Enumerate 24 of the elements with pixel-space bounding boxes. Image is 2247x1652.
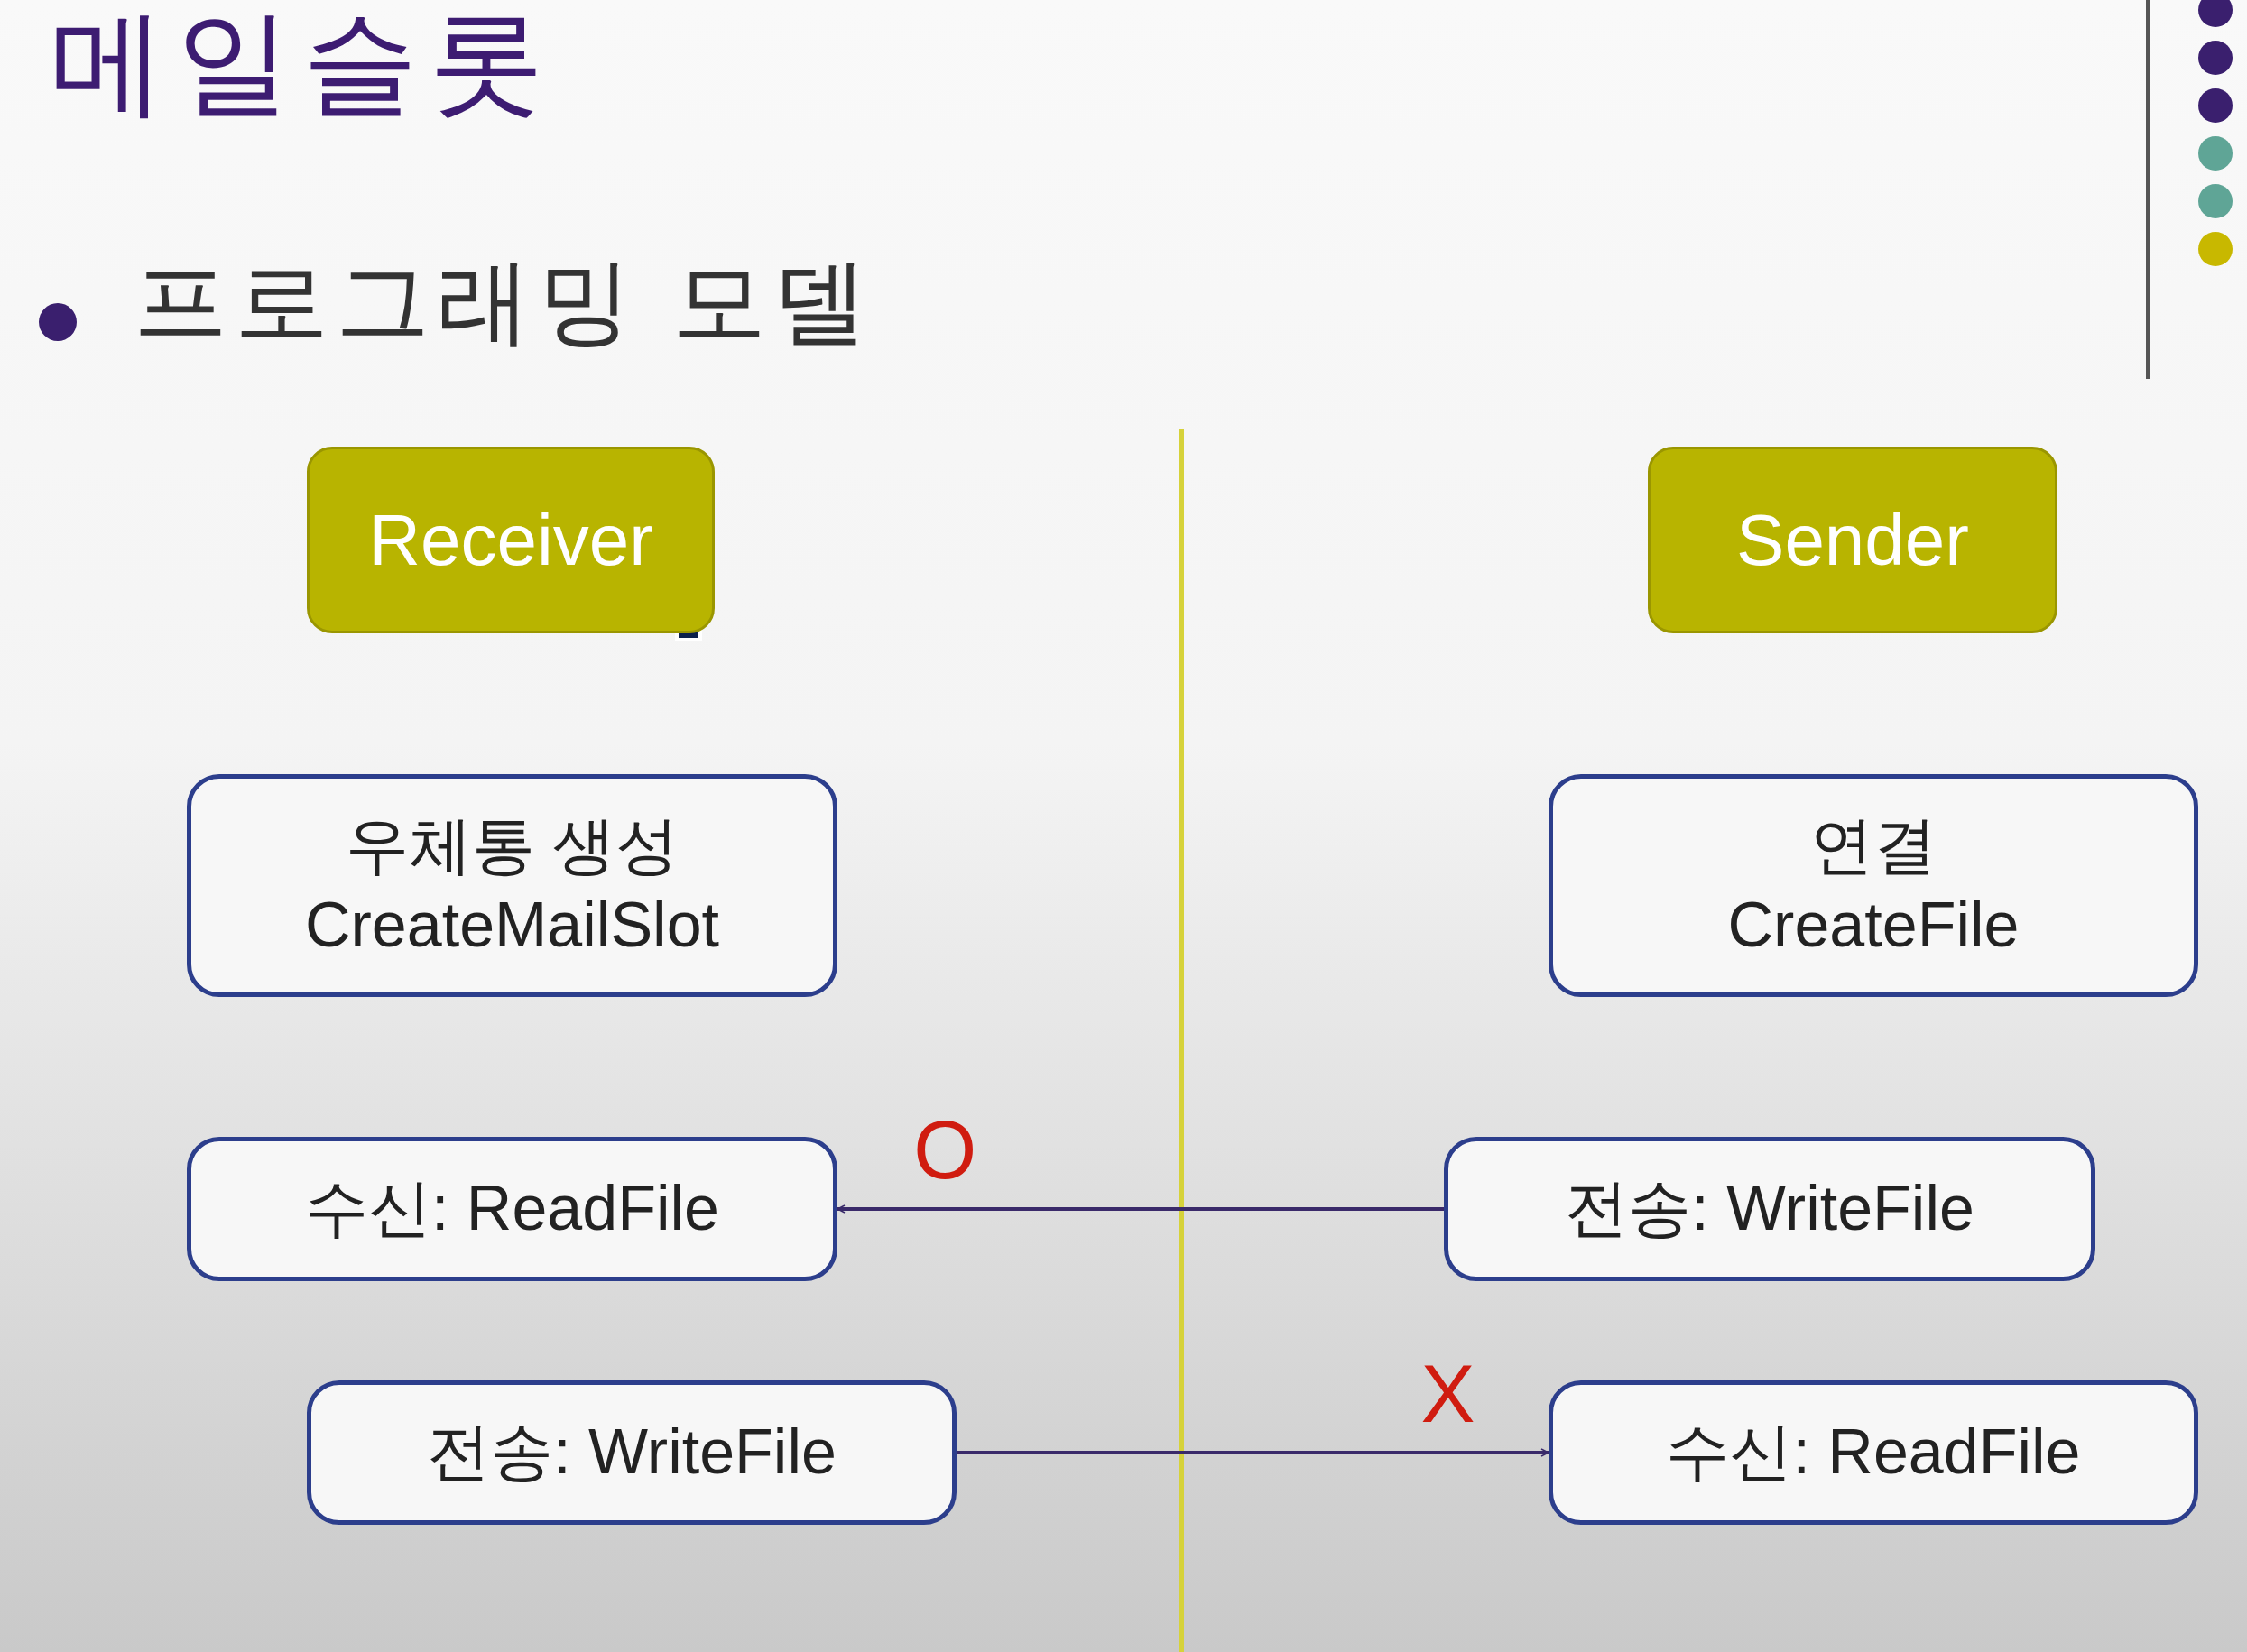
node-text: 전송: WriteFile <box>427 1416 837 1490</box>
slide-title: 메일슬롯 <box>50 5 555 120</box>
node-text: 전송: WriteFile <box>1565 1172 1974 1246</box>
bullet-text: 프로그래밍 모델 <box>134 254 874 348</box>
edge-label: O <box>913 1110 977 1191</box>
node-text: CreateMailSlot <box>304 888 720 962</box>
arrow <box>837 1204 1444 1214</box>
step-box <box>1549 1380 2198 1525</box>
edge-label: X <box>1420 1353 1475 1435</box>
node-text: CreateFile <box>1727 888 2020 962</box>
arrow <box>957 1448 1549 1457</box>
node-text: Receiver <box>368 498 653 582</box>
step-box <box>187 1137 837 1281</box>
step-box <box>307 1380 957 1525</box>
node-text: 수신: ReadFile <box>1666 1416 2081 1490</box>
node-text: 우체통 생성 <box>345 809 680 882</box>
step-box <box>187 774 837 997</box>
step-box <box>1444 1137 2095 1281</box>
node-text: 연결 <box>1810 809 1937 882</box>
node-text: 수신: ReadFile <box>304 1172 719 1246</box>
role-box <box>307 447 715 633</box>
role-box <box>1648 447 2057 633</box>
step-box <box>1549 774 2198 997</box>
node-text: Sender <box>1736 498 1969 582</box>
